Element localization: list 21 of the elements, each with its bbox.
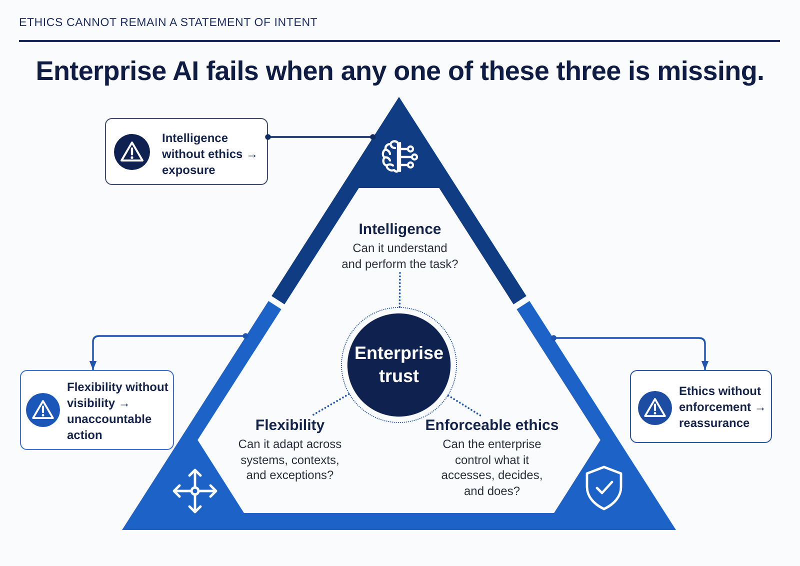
connector-line	[89, 333, 248, 370]
headline: Enterprise AI fails when any one of these three is missing.	[36, 55, 764, 87]
dotted-line	[398, 271, 401, 308]
connector-line	[550, 335, 709, 370]
callout-card	[630, 370, 772, 443]
section-heading: Flexibility	[255, 416, 325, 435]
section-heading: Intelligence	[358, 220, 442, 239]
callout-card	[20, 370, 174, 450]
callout-text: Ethics without enforcement → reassurance	[679, 383, 768, 431]
section-body: Can it understand and perform the task?	[341, 241, 459, 272]
callout-card	[105, 118, 268, 185]
section-body: Can it adapt across systems, contexts, and exceptions?	[237, 437, 343, 484]
callout-text: Intelligence without ethics → exposure	[162, 130, 259, 178]
dotted-line	[310, 393, 350, 417]
hub-label: Enterprise trust	[353, 342, 445, 388]
section-heading: Enforceable ethics	[425, 416, 559, 435]
connector-line	[265, 134, 376, 140]
kicker-heading: ETHICS CANNOT REMAIN A STATEMENT OF INTENT	[19, 16, 318, 30]
dotted-line	[447, 394, 482, 417]
callout-text: Flexibility without visibility → unaccountable action	[67, 379, 170, 443]
section-body: Can the enterprise control what it accesses, decides, and does?	[440, 437, 544, 499]
